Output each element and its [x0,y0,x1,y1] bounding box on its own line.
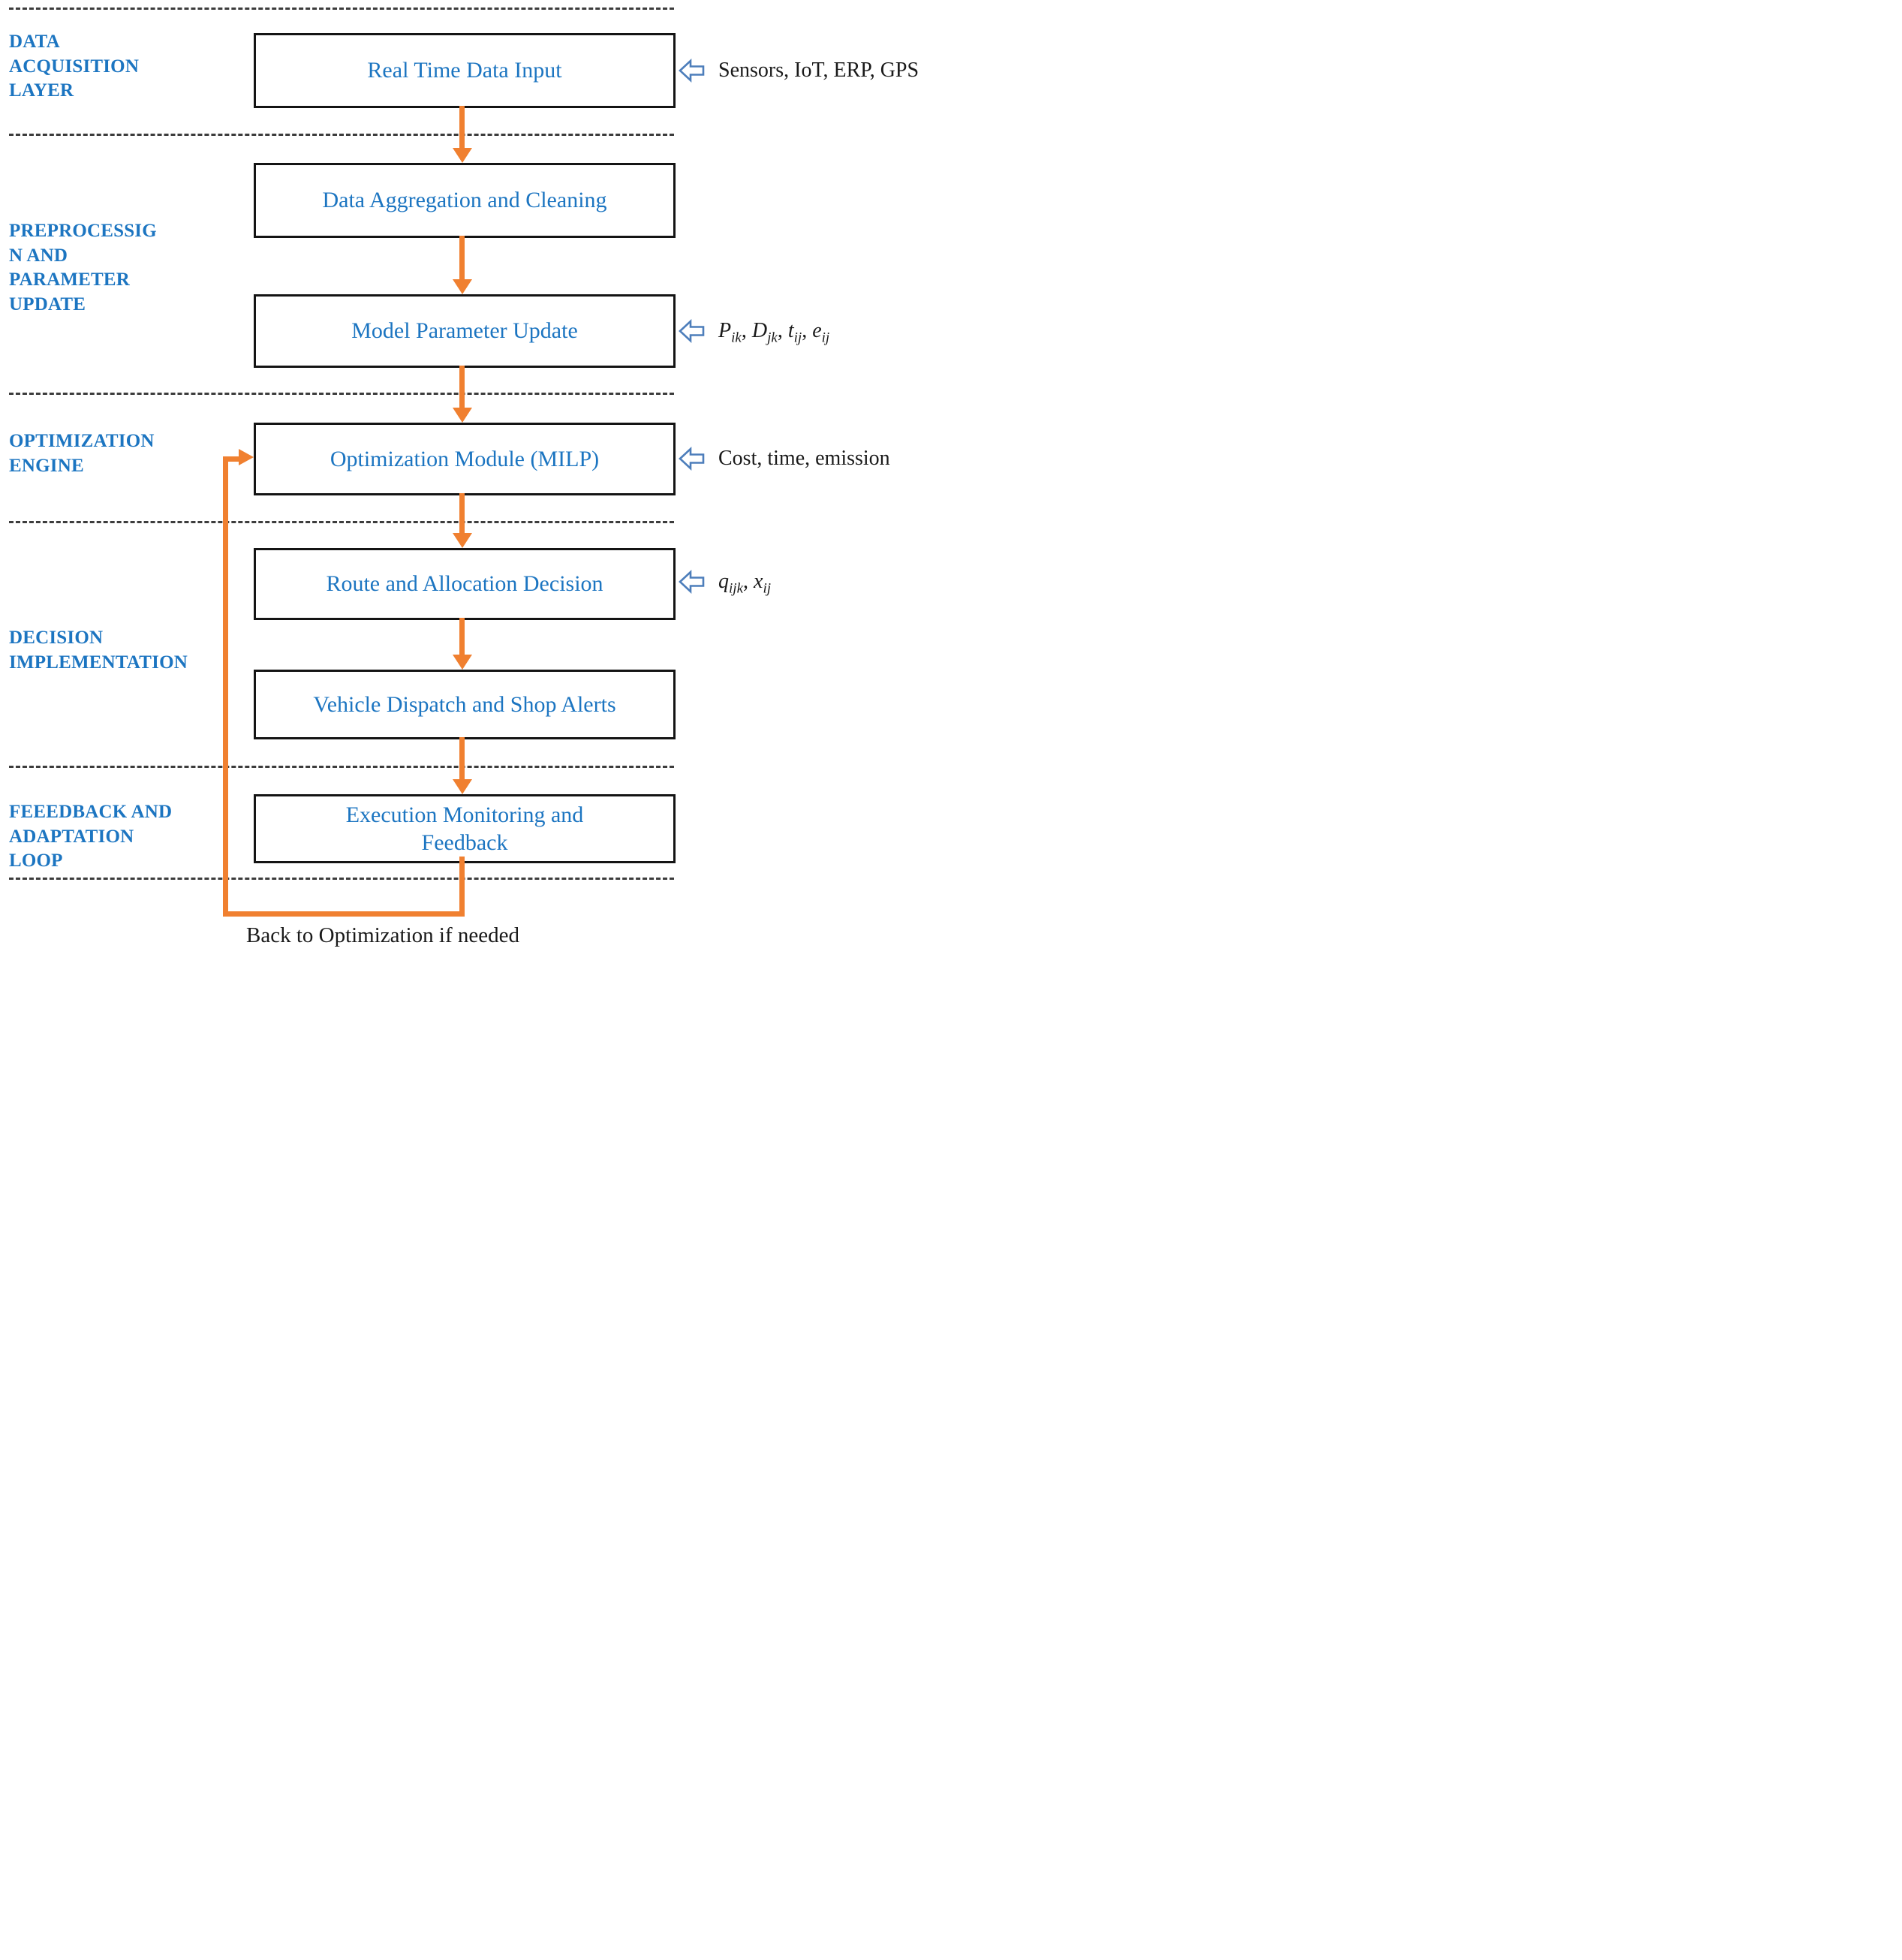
flow-box-model-parameter-update: Model Parameter Update [254,294,676,368]
box-label: Route and Allocation Decision [326,571,603,597]
annotation-objectives: Cost, time, emission [678,442,948,475]
layer-label-feedback-loop: FEEEDBACK AND ADAPTATION LOOP [9,802,173,871]
flow-box-data-aggregation-cleaning: Data Aggregation and Cleaning [254,163,676,238]
flow-arrow-down-icon [453,408,472,423]
layer-divider [9,521,674,523]
layer-divider [9,766,674,768]
flow-arrow-shaft [459,618,465,655]
flow-box-vehicle-dispatch-shop-alerts: Vehicle Dispatch and Shop Alerts [254,670,676,739]
flow-arrow-shaft [459,236,465,279]
layer-label-decision-implementation: DECISION IMPLEMENTATION [9,628,188,673]
flow-arrow-down-icon [453,148,472,163]
flow-arrow-down-icon [453,779,472,794]
layer-divider [9,8,674,10]
flow-box-real-time-data-input: Real Time Data Input [254,33,676,108]
flow-arrow-shaft [459,106,465,148]
annotation-model-parameters: Pik, Djk, tij, eij [678,315,948,348]
flowchart-canvas: DATA ACQUISITION LAYER PREPROCESSIG N AN… [0,0,951,980]
left-block-arrow-icon [679,447,705,471]
box-label: Model Parameter Update [351,318,578,344]
layer-label-optimization-engine: OPTIMIZATION ENGINE [9,431,155,476]
annotation-text: qijk, xij [718,570,772,597]
flow-arrow-shaft [459,493,465,533]
layer-label-data-acquisition: DATA ACQUISITION LAYER [9,32,140,101]
box-label: Execution Monitoring and Feedback [345,802,584,856]
left-block-arrow-icon [679,319,705,343]
left-block-arrow-icon [679,570,705,594]
layer-label-preprocessing: PREPROCESSIG N AND PARAMETER UPDATE [9,221,157,315]
flow-arrow-shaft [459,737,465,779]
annotation-text: Sensors, IoT, ERP, GPS [718,59,919,82]
flow-arrow-shaft [459,366,465,408]
flow-arrow-down-icon [453,279,472,294]
box-label: Optimization Module (MILP) [330,446,600,471]
layer-divider [9,393,674,395]
flow-box-optimization-module-milp: Optimization Module (MILP) [254,423,676,495]
box-label: Vehicle Dispatch and Shop Alerts [313,691,616,717]
flow-arrow-down-icon [453,533,472,548]
feedback-loop-label: Back to Optimization if needed [245,923,519,947]
feedback-loop-line [223,911,465,917]
box-label: Data Aggregation and Cleaning [322,188,607,213]
flow-box-execution-monitoring-feedback: Execution Monitoring and Feedback [254,794,676,863]
annotation-decision-variables: qijk, xij [678,565,948,598]
annotation-text: Cost, time, emission [718,447,890,470]
feedback-loop-arrow-right-icon [239,449,254,465]
annotation-text: Pik, Djk, tij, eij [718,319,830,346]
annotation-sensors: Sensors, IoT, ERP, GPS [678,54,948,87]
left-block-arrow-icon [679,59,705,83]
layer-divider [9,134,674,136]
feedback-loop-line [223,456,242,462]
flow-box-route-allocation-decision: Route and Allocation Decision [254,548,676,620]
feedback-loop-line [223,456,228,917]
box-label: Real Time Data Input [367,58,562,83]
flow-arrow-down-icon [453,655,472,670]
layer-divider [9,878,674,880]
feedback-loop-line [459,857,465,917]
